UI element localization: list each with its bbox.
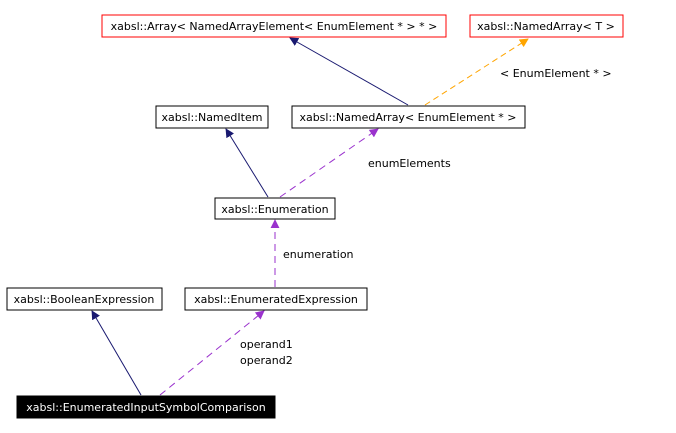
edge-namedarray-to-array [289,37,409,106]
node-enumerated-expression[interactable]: xabsl::EnumeratedExpression [184,287,368,311]
node-named-array-enum[interactable]: xabsl::NamedArray< EnumElement * > [291,105,526,129]
node-array-label: xabsl::Array< NamedArrayElement< EnumEle… [111,20,438,33]
edge-label-operand1: operand1 [240,338,293,351]
edge-namedarray-to-template [424,38,529,106]
edge-label-operand2: operand2 [240,354,293,367]
node-enumerated-input-symbol-comparison[interactable]: xabsl::EnumeratedInputSymbolComparison [16,395,276,419]
node-named-array-enum-label: xabsl::NamedArray< EnumElement * > [299,111,516,124]
edge-label-template-arg: < EnumElement * > [500,67,612,80]
edge-comparison-to-booleanexpression [91,310,142,396]
edge-comparison-to-enumeratedexpression [159,310,265,396]
node-enumeration-label: xabsl::Enumeration [221,203,328,216]
edge-label-enumeration: enumeration [283,248,354,261]
node-named-item-label: xabsl::NamedItem [162,111,263,124]
node-named-array-template[interactable]: xabsl::NamedArray< T > [469,14,624,38]
node-named-array-template-label: xabsl::NamedArray< T > [477,20,615,33]
node-enumerated-expression-label: xabsl::EnumeratedExpression [194,293,358,306]
edge-enumeration-to-nameditem [225,128,269,198]
node-boolean-expression[interactable]: xabsl::BooleanExpression [6,287,163,311]
node-comparison-label: xabsl::EnumeratedInputSymbolComparison [26,401,265,414]
node-named-item[interactable]: xabsl::NamedItem [155,105,269,129]
edge-label-enum-elements: enumElements [368,157,451,170]
node-array[interactable]: xabsl::Array< NamedArrayElement< EnumEle… [101,14,447,38]
node-enumeration[interactable]: xabsl::Enumeration [214,197,336,220]
edge-enumeration-to-namedarray [279,128,379,198]
node-boolean-expression-label: xabsl::BooleanExpression [14,293,155,306]
